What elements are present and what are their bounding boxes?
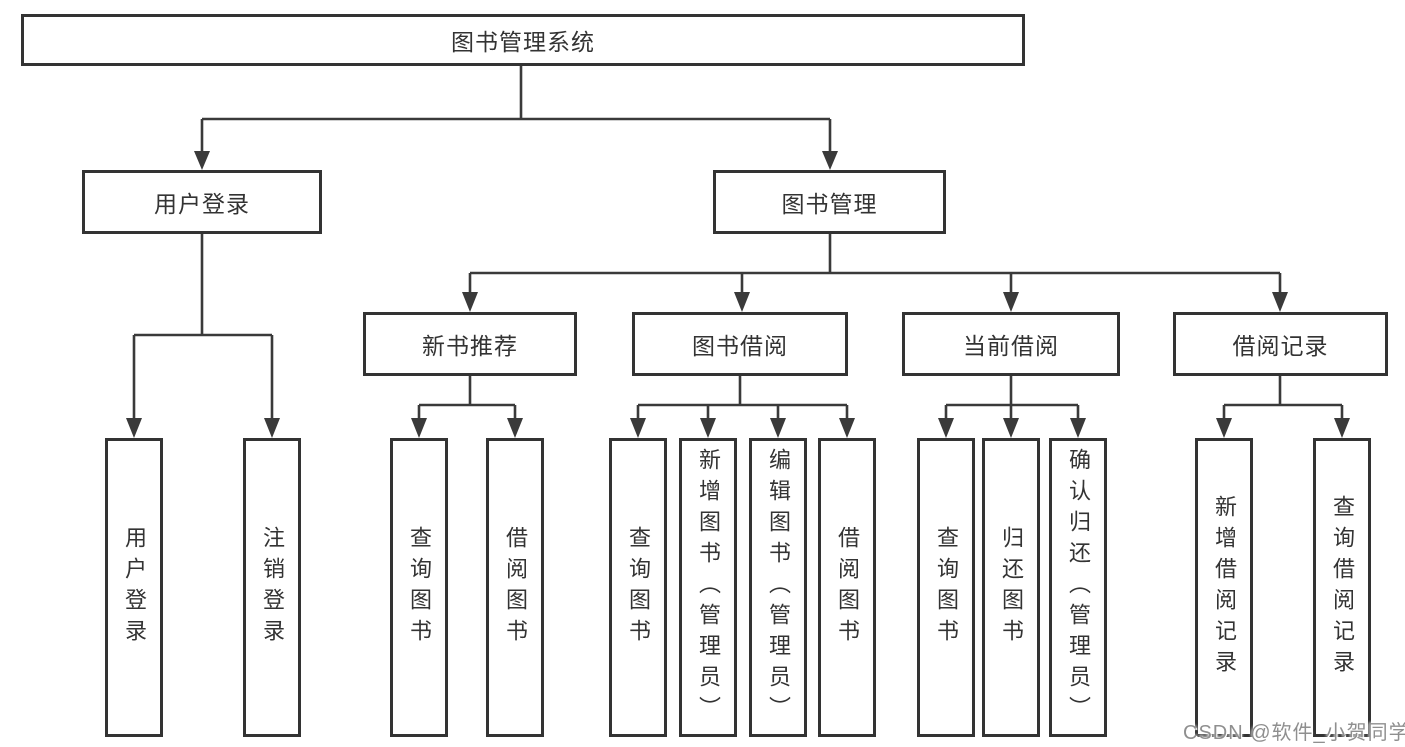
node-current-borrowing: 当前借阅 xyxy=(902,312,1120,376)
node-book-management-label: 图书管理 xyxy=(781,191,878,217)
node-borrowing-records: 借阅记录 xyxy=(1173,312,1388,376)
node-new-book-recommend: 新书推荐 xyxy=(363,312,577,376)
leaf-user-login: 用户登录 xyxy=(105,438,163,737)
node-root-label: 图书管理系统 xyxy=(451,29,595,55)
leaf-confirm-return-admin-label: 确认归还（管理员） xyxy=(1066,448,1091,727)
leaf-add-book-admin: 新增图书（管理员） xyxy=(679,438,737,737)
leaf-add-borrow-record: 新增借阅记录 xyxy=(1195,438,1253,737)
leaf-user-login-label: 用户登录 xyxy=(122,525,147,650)
node-book-borrowing-label: 图书借阅 xyxy=(692,333,788,359)
leaf-borrow-books-recommend: 借阅图书 xyxy=(486,438,544,737)
leaf-query-books-recommend-label: 查询图书 xyxy=(407,525,432,650)
watermark-text: CSDN @软件_小贺同学 xyxy=(1183,722,1405,744)
node-new-book-recommend-label: 新书推荐 xyxy=(422,333,518,359)
leaf-query-borrow-record-label: 查询借阅记录 xyxy=(1330,494,1355,681)
leaf-query-books-borrow: 查询图书 xyxy=(609,438,667,737)
leaf-query-books-borrow-label: 查询图书 xyxy=(626,525,651,650)
leaf-borrow-books-label: 借阅图书 xyxy=(835,525,860,650)
leaf-logout-label: 注销登录 xyxy=(260,525,285,650)
leaf-edit-book-admin-label: 编辑图书（管理员） xyxy=(766,448,791,727)
arrowheads xyxy=(126,151,1350,438)
leaf-edit-book-admin: 编辑图书（管理员） xyxy=(749,438,807,737)
leaf-query-books-recommend: 查询图书 xyxy=(390,438,448,737)
leaf-add-borrow-record-label: 新增借阅记录 xyxy=(1212,494,1237,681)
leaf-query-books-current: 查询图书 xyxy=(917,438,975,737)
node-borrowing-records-label: 借阅记录 xyxy=(1232,333,1329,359)
leaf-return-book-label: 归还图书 xyxy=(999,525,1024,650)
leaf-query-books-current-label: 查询图书 xyxy=(934,525,959,650)
leaf-logout: 注销登录 xyxy=(243,438,301,737)
node-book-borrowing: 图书借阅 xyxy=(632,312,848,376)
leaf-add-book-admin-label: 新增图书（管理员） xyxy=(696,448,721,727)
node-root: 图书管理系统 xyxy=(21,14,1025,66)
tree-edges xyxy=(132,66,1344,420)
leaf-query-borrow-record: 查询借阅记录 xyxy=(1313,438,1371,737)
leaf-borrow-books-recommend-label: 借阅图书 xyxy=(503,525,528,650)
leaf-confirm-return-admin: 确认归还（管理员） xyxy=(1049,438,1107,737)
node-user-login-label: 用户登录 xyxy=(154,191,250,217)
leaf-borrow-books: 借阅图书 xyxy=(818,438,876,737)
node-user-login: 用户登录 xyxy=(82,170,322,234)
node-current-borrowing-label: 当前借阅 xyxy=(963,333,1059,359)
node-book-management: 图书管理 xyxy=(713,170,946,234)
leaf-return-book: 归还图书 xyxy=(982,438,1040,737)
